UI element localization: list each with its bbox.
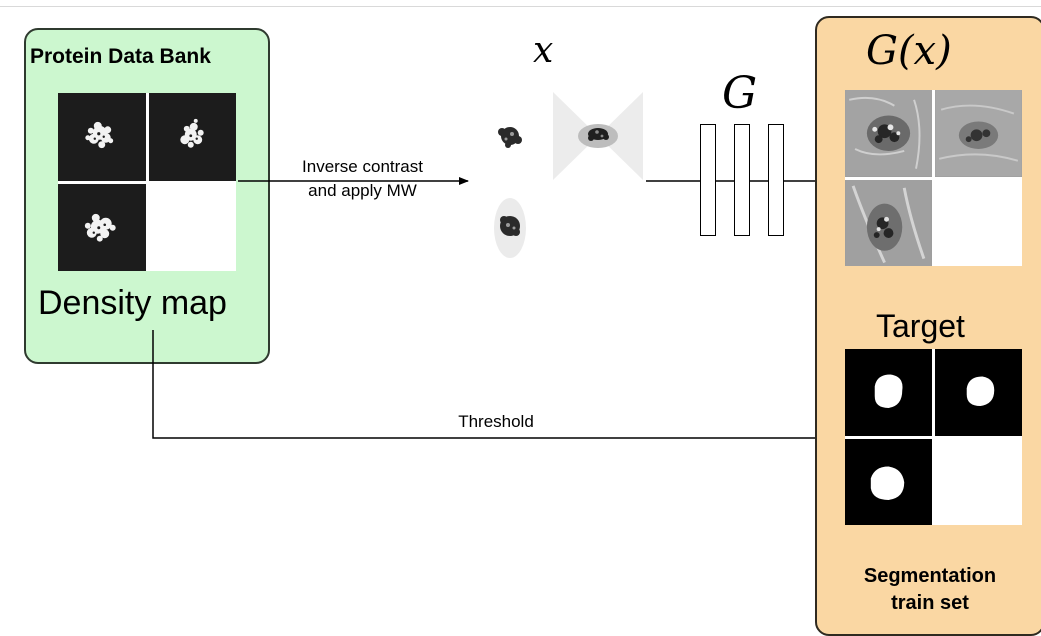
output-tile [935,90,1022,177]
target-mask-grid [845,349,1022,525]
pdb-title: Protein Data Bank [30,45,211,68]
target-label: Target [876,308,965,344]
output-tile-empty [935,179,1022,266]
network-layer [768,124,784,236]
density-map-grid [58,93,236,271]
network-g-label: G [722,68,758,119]
segmentation-title-line2: train set [891,592,969,614]
density-map-tile [148,93,236,181]
density-map-tile [58,93,146,181]
density-map-label: Density map [38,284,227,322]
output-gx-grid [845,90,1022,266]
network-layer [700,124,716,236]
output-tile [845,90,932,177]
input-image-small-1 [498,127,522,148]
contrast-label-line1: Inverse contrast [302,157,423,176]
output-gx-label: G(x) [866,28,952,74]
top-divider [0,6,1041,7]
target-mask-tile-empty [935,438,1022,525]
target-mask-tile [845,438,932,525]
threshold-arrow [152,330,843,442]
output-tile [845,179,932,266]
density-map-tile [58,183,146,271]
target-mask-tile [935,349,1022,436]
threshold-label: Threshold [458,412,534,431]
density-map-tile-empty [148,183,236,271]
contrast-label-line2: and apply MW [308,181,417,200]
input-x-label: x [533,30,554,71]
network-layer [734,124,750,236]
input-image-x [553,92,643,180]
segmentation-title-line1: Segmentation [863,565,997,587]
target-mask-tile [845,349,932,436]
input-image-small-2 [494,198,526,258]
